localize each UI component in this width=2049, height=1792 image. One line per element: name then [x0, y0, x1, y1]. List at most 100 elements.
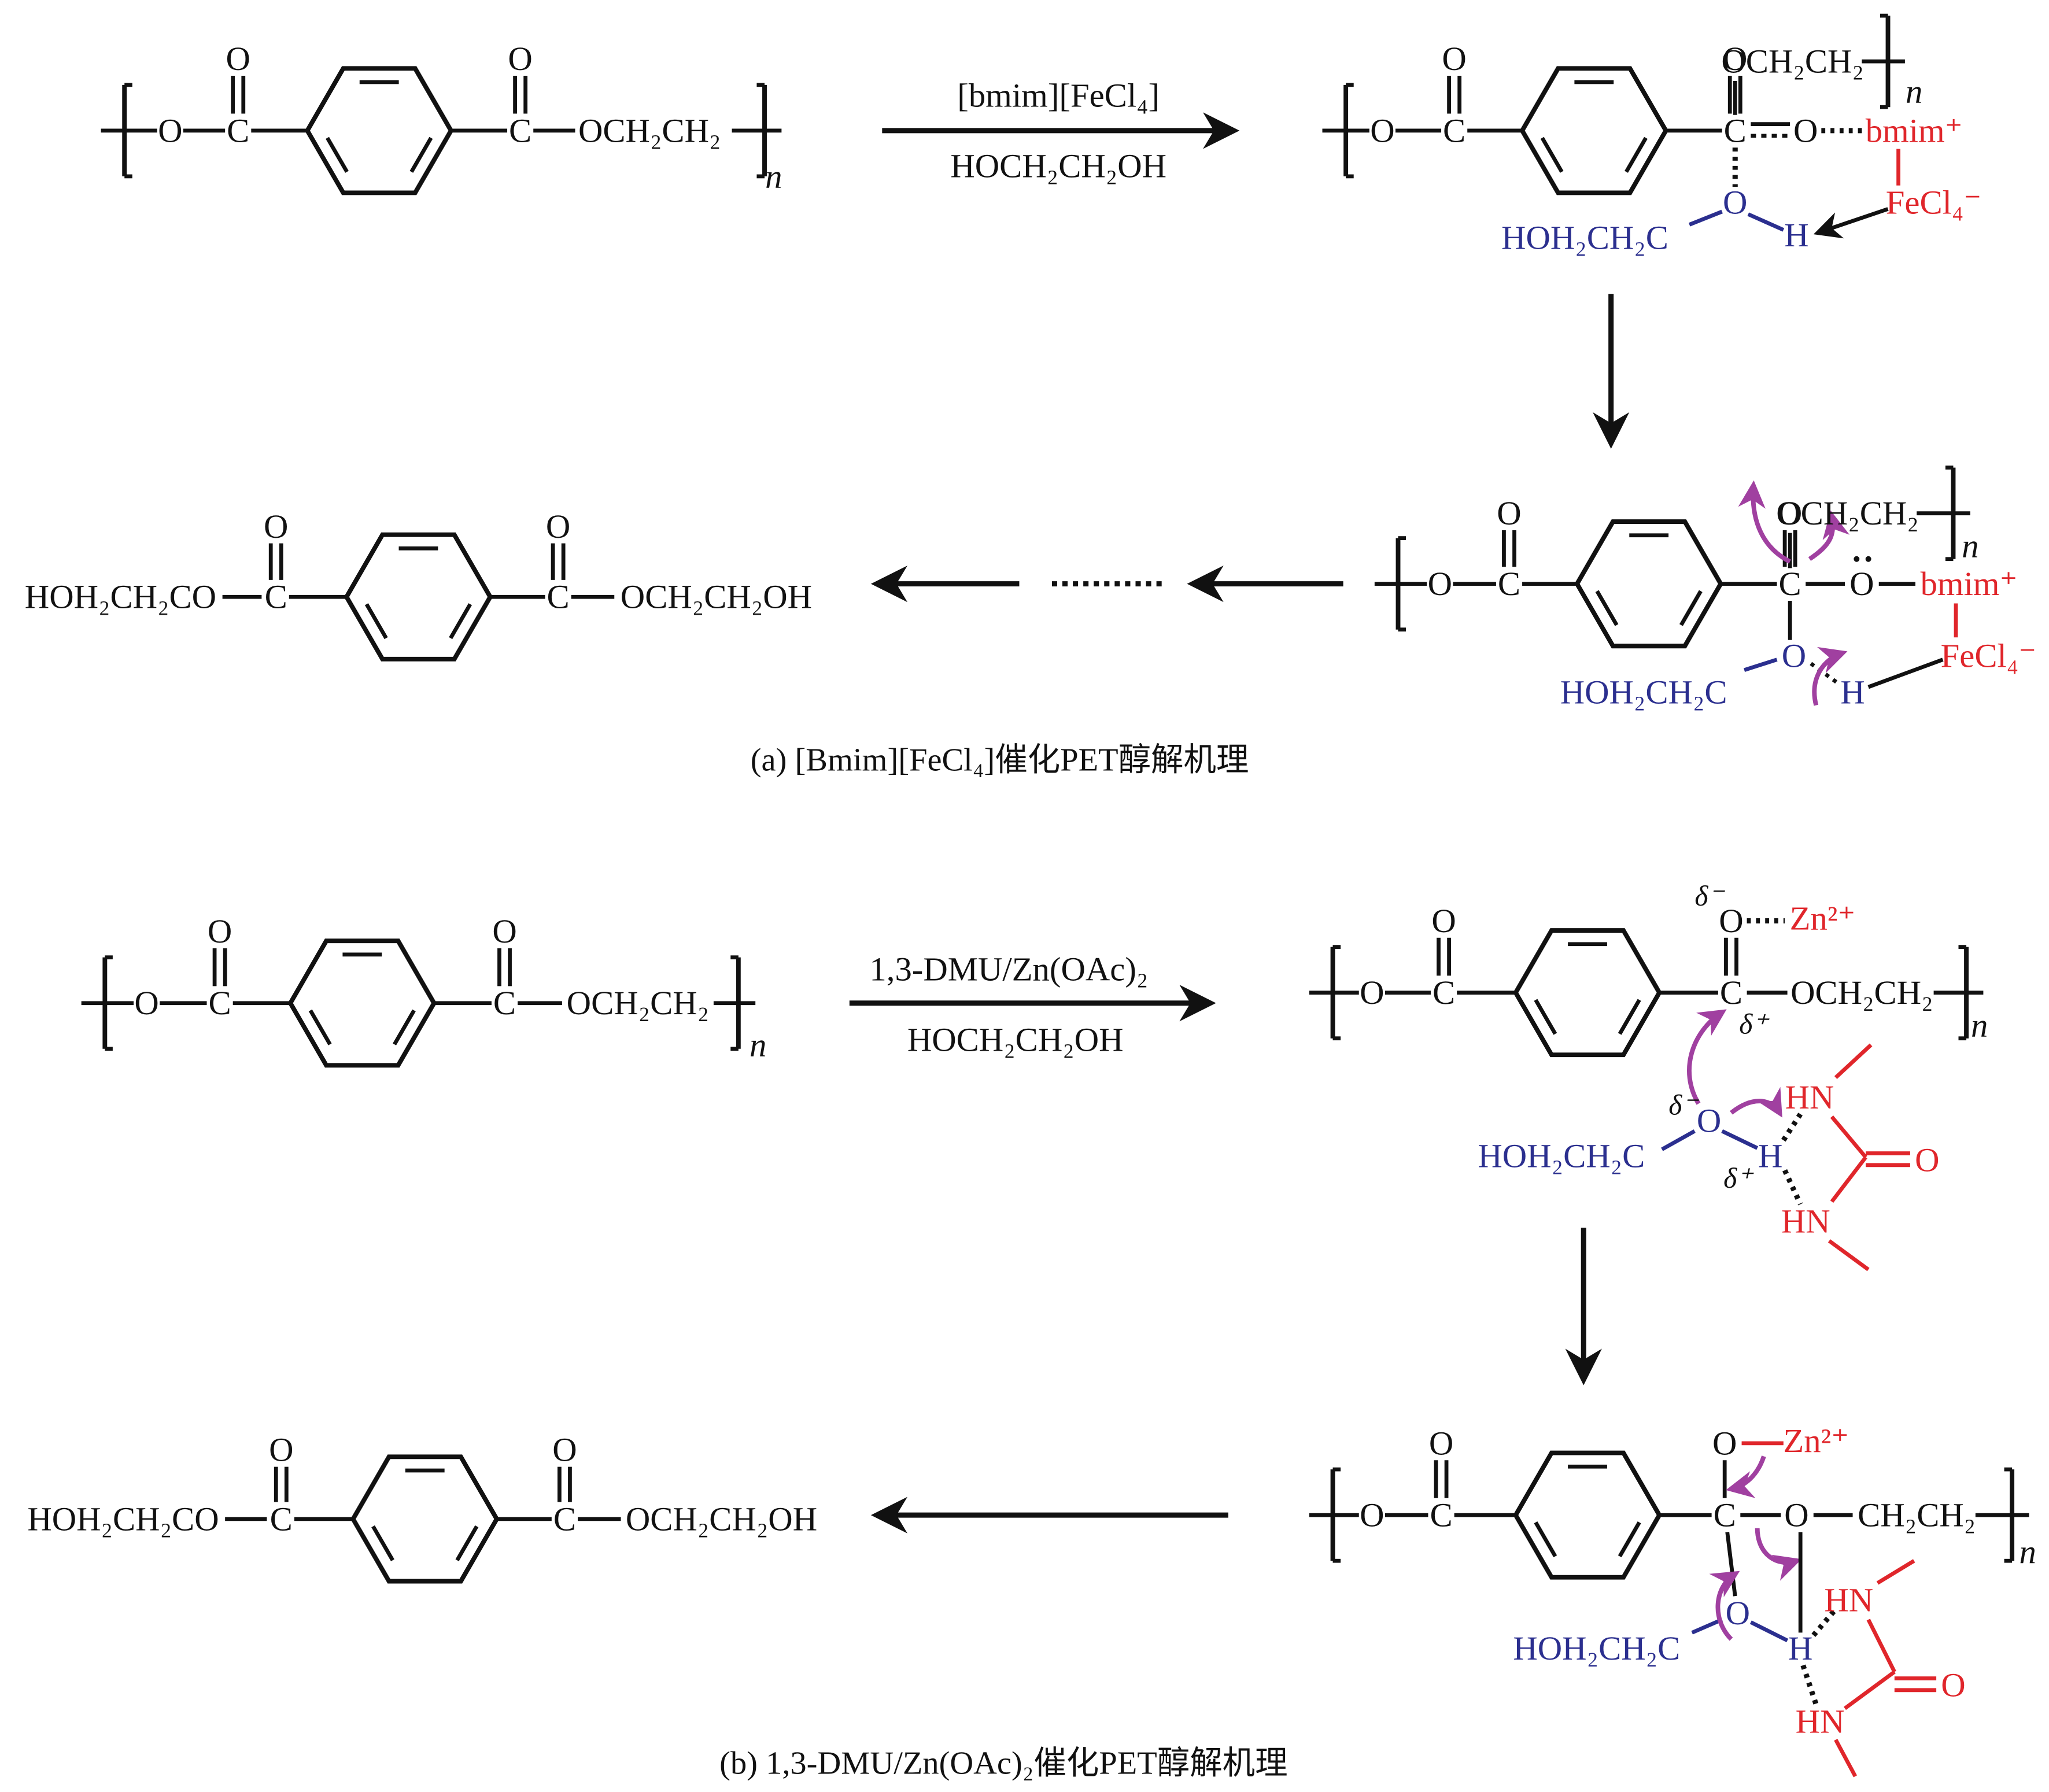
bond: [1691, 1617, 1723, 1635]
carbonyl-carbon: C: [1498, 565, 1520, 603]
ester-oxygen: O: [158, 112, 182, 149]
lone-pair-dot: [1854, 556, 1860, 562]
urea-nh-label: HN: [1824, 1581, 1873, 1619]
carbonyl-carbon: C: [265, 578, 287, 616]
aromatic-double-bond: [364, 603, 388, 640]
caption-b: (b) 1,3-DMU/Zn(OAc)₂催化PET醇解机理: [719, 1745, 1287, 1781]
carbonyl-oxygen: O: [208, 912, 232, 950]
urea-oxygen: O: [1915, 1141, 1939, 1178]
hydroxyl-hydrogen: H: [1788, 1630, 1812, 1667]
solvent-label: HOCH₂CH₂OH: [950, 147, 1166, 184]
urea-nh-label: HN: [1785, 1078, 1834, 1116]
bond: [1782, 1169, 1803, 1206]
glycol-fragment-label: HOH₂CH₂C: [1560, 674, 1727, 711]
ethylene-oxy-label: OCH₂CH₂: [1721, 43, 1864, 80]
partial-positive-label: δ⁺: [1739, 1008, 1770, 1040]
partial-negative-label: δ⁻: [1668, 1089, 1699, 1121]
carbonyl-oxygen: O: [1431, 902, 1456, 940]
catalyst-label: 1,3-DMU/Zn(OAc)₂: [869, 950, 1148, 988]
carbonyl-oxygen: O: [1793, 112, 1818, 149]
aromatic-double-bond: [1534, 999, 1557, 1035]
ethylene-oxy-label: OCH₂CH₂: [1776, 494, 1919, 532]
aromatic-double-bond: [1618, 1521, 1641, 1558]
electron-flow-arrow: [1812, 646, 1848, 706]
ethylene-oxy-label: OCH₂CH₂: [1790, 974, 1933, 1011]
aromatic-double-bond: [409, 136, 433, 173]
benzene-ring: [287, 939, 437, 1068]
bond: [1843, 1670, 1896, 1710]
carbonyl-oxygen: O: [1429, 1424, 1453, 1462]
carbonyl-oxygen: O: [1442, 40, 1466, 77]
glycol-oxygen: O: [1697, 1102, 1721, 1140]
zinc-ion-label: Zn²⁺: [1783, 1422, 1849, 1460]
carbonyl-oxygen: O: [546, 508, 570, 545]
repeat-n-label: n: [1962, 527, 1978, 565]
catalyst-label: [bmim][FeCl₄]: [957, 76, 1160, 114]
repeat-n-label: n: [765, 157, 782, 195]
ester-oxygen: O: [1428, 565, 1452, 603]
aromatic-double-bond: [449, 603, 472, 640]
aromatic-double-bond: [1679, 590, 1703, 626]
carbonyl-carbon: C: [1433, 974, 1455, 1011]
bond: [1725, 1532, 1737, 1597]
repeat-n-label: n: [2020, 1533, 2036, 1571]
bond: [1811, 1607, 1838, 1637]
repeat-n-label: n: [1906, 73, 1922, 110]
aromatic-double-bond: [393, 1009, 416, 1045]
solvent-label: HOCH₂CH₂OH: [907, 1021, 1124, 1058]
partial-negative-label: δ⁻: [1694, 880, 1725, 912]
benzene-ring: [344, 532, 493, 662]
bhet-left-group: HOH₂CH₂CO: [25, 578, 216, 616]
bond: [1749, 1620, 1789, 1643]
hydroxyl-hydrogen: H: [1758, 1137, 1782, 1174]
aromatic-double-bond: [371, 1525, 394, 1561]
aromatic-double-bond: [1540, 136, 1564, 173]
partial-positive-label: δ⁺: [1723, 1162, 1754, 1194]
aromatic-double-bond: [455, 1525, 479, 1561]
aromatic-double-bond: [1618, 999, 1641, 1035]
carbonyl-carbon: C: [1443, 112, 1465, 149]
carbonyl-oxygen: O: [269, 1431, 293, 1469]
repeat-n-label: n: [750, 1026, 766, 1063]
aromatic-double-bond: [326, 136, 349, 173]
ester-oxygen: O: [1360, 974, 1384, 1011]
tetrahedral-carbon: C: [1714, 1497, 1736, 1534]
bond: [1747, 212, 1785, 232]
benzene-ring: [304, 66, 454, 195]
carbonyl-carbon: C: [1720, 974, 1742, 1011]
interaction-arrow: [1813, 207, 1889, 239]
repeat-n-label: n: [1971, 1007, 1988, 1044]
carbonyl-carbon: C: [547, 578, 570, 616]
bond: [1661, 1129, 1696, 1151]
bond: [1830, 1115, 1867, 1159]
urea-nh-label: HN: [1781, 1202, 1830, 1240]
carbonyl-carbon: C: [493, 984, 516, 1022]
electron-flow-arrow: [1726, 1455, 1766, 1498]
bond: [1800, 1664, 1819, 1706]
hydroxyl-hydrogen: H: [1840, 674, 1865, 711]
benzene-ring: [1519, 66, 1669, 195]
carbonyl-oxygen: O: [1497, 494, 1521, 532]
glycol-oxygen: O: [1726, 1594, 1750, 1632]
bond: [1828, 1239, 1870, 1272]
ethylene-oxy-label: OCH₂CH₂: [578, 112, 721, 149]
alkoxy-oxygen: O: [1849, 565, 1874, 603]
caption-a: (a) [Bmim][FeCl₄]催化PET醇解机理: [751, 742, 1249, 778]
aromatic-double-bond: [1595, 590, 1619, 626]
fecl4-anion-label: FeCl₄⁻: [1941, 637, 2037, 674]
zinc-ion-label: Zn²⁺: [1790, 899, 1856, 937]
hydroxyl-hydrogen: H: [1784, 216, 1808, 254]
bmim-cation-label: bmim⁺: [1921, 565, 2018, 603]
bond: [1721, 1129, 1759, 1150]
bonds-layer: [81, 13, 2029, 1778]
bhet-right-group: OCH₂CH₂OH: [626, 1500, 817, 1538]
glycol-oxygen: O: [1782, 637, 1806, 674]
carbonyl-carbon: C: [209, 984, 231, 1022]
ester-oxygen: O: [1360, 1497, 1384, 1534]
carbonyl-oxygen: O: [508, 40, 532, 77]
benzene-ring: [350, 1454, 500, 1584]
aromatic-double-bond: [1625, 136, 1648, 173]
carbonyl-carbon: C: [1779, 565, 1801, 603]
